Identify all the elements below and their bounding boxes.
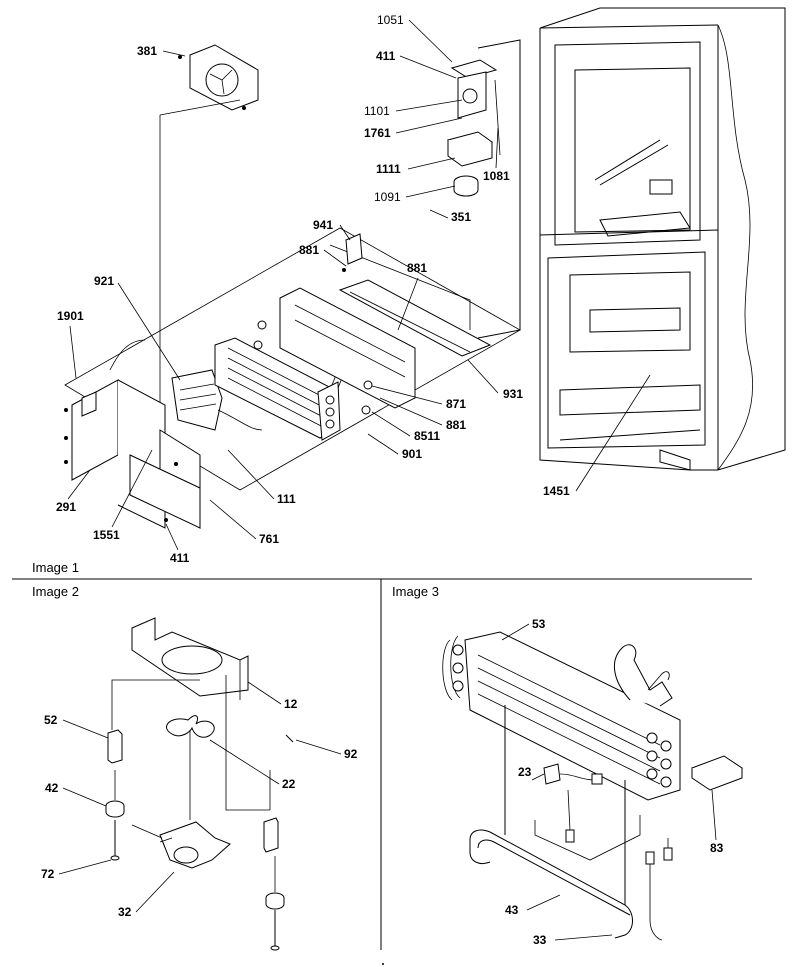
label-1111: 1111 [376,162,401,176]
label-22: 22 [282,777,296,791]
label-411-bottom: 411 [170,551,190,565]
label-12: 12 [284,697,298,711]
label-931: 931 [503,387,523,401]
image2-callouts: 12 52 92 22 42 72 32 [41,681,358,919]
label-921: 921 [94,274,114,288]
label-23: 23 [518,765,532,779]
label-33: 33 [533,933,547,947]
label-52: 52 [44,713,58,727]
label-42: 42 [45,781,59,795]
label-1101: 1101 [364,104,390,118]
label-1901: 1901 [57,309,84,323]
label-8511: 8511 [414,429,440,443]
air-diffuser [171,369,263,431]
panel-dividers [12,578,752,950]
label-32: 32 [118,905,132,919]
label-92: 92 [344,747,358,761]
label-72: 72 [41,867,55,881]
caption-image2: Image 2 [32,584,79,599]
image3-drawing [442,631,744,941]
label-83: 83 [710,841,724,855]
label-761: 761 [259,532,279,546]
label-1091: 1091 [374,190,401,204]
label-1551: 1551 [93,528,120,542]
heater-box [253,287,416,415]
label-881-a: 881 [299,243,319,257]
part-941 [342,233,363,272]
image2-drawing [105,617,294,951]
fan-bracket-381 [159,44,259,460]
label-871: 871 [446,397,466,411]
caption-image1: Image 1 [32,560,79,575]
image1-callouts: 381 1051 411 1101 1761 1111 1081 1091 35… [32,13,651,575]
cabinet [539,7,786,471]
label-1761: 1761 [364,126,391,140]
label-881-c: 881 [446,418,466,432]
label-411-top: 411 [376,49,396,63]
label-381: 381 [137,44,157,58]
label-351: 351 [451,210,471,224]
label-1451: 1451 [543,484,570,498]
label-881-b: 881 [407,261,427,275]
label-1051: 1051 [377,13,404,27]
label-941: 941 [313,218,333,232]
image3-callouts: 53 23 83 43 33 [501,617,724,947]
label-901: 901 [402,447,422,461]
label-53: 53 [532,617,546,631]
page-mark [382,963,384,965]
label-111: 111 [277,492,296,506]
label-291: 291 [56,500,76,514]
image1-drawing [64,7,786,529]
evaporator-cover [64,339,201,529]
label-1081: 1081 [483,169,510,183]
caption-image3: Image 3 [392,584,439,599]
label-43: 43 [505,903,519,917]
air-duct [338,279,492,357]
damper-assembly [446,39,521,339]
